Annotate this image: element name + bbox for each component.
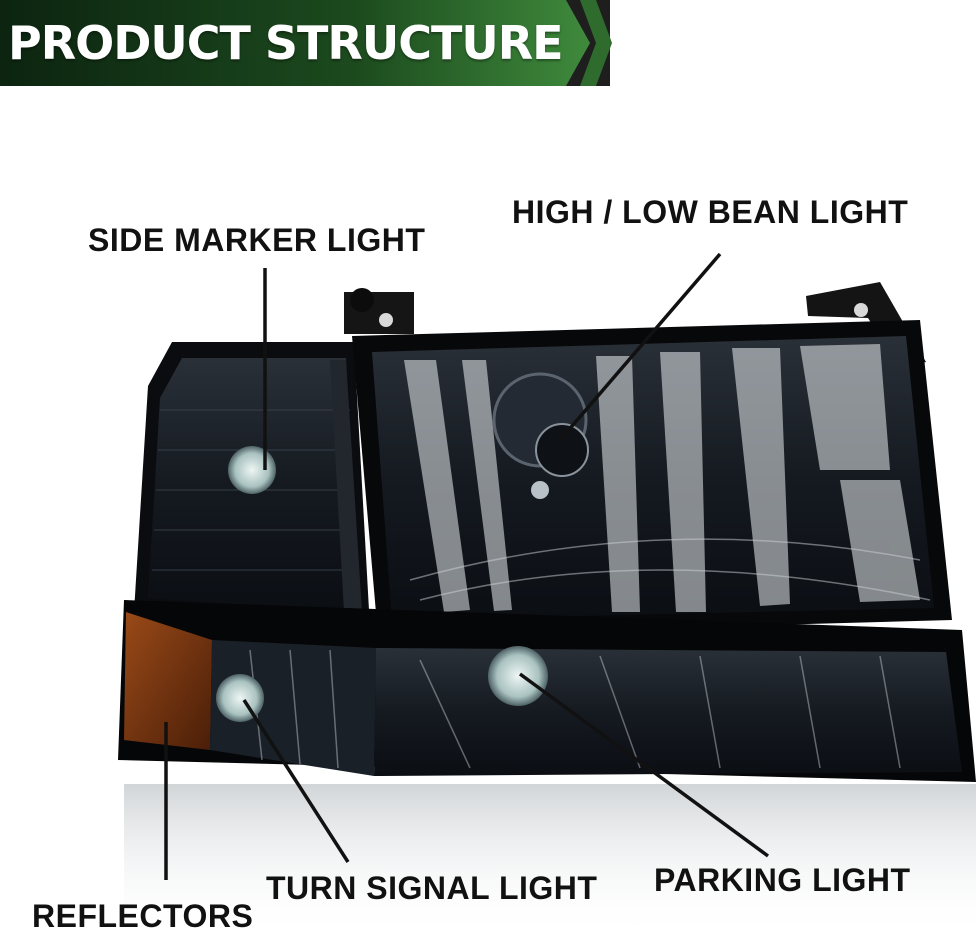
side-marker-lens (134, 342, 370, 628)
label-side-marker-light: SIDE MARKER LIGHT (88, 222, 426, 258)
amber-reflector (124, 612, 212, 750)
mounting-bracket-left (344, 288, 414, 334)
chevron-right-icon (580, 0, 612, 86)
headlight-lens (352, 320, 952, 636)
banner-title: PRODUCT STRUCTURE (8, 16, 564, 70)
bumper-light-lens (118, 600, 976, 782)
label-high-low-beam-light: HIGH / LOW BEAN LIGHT (512, 194, 909, 230)
label-turn-signal-light: TURN SIGNAL LIGHT (266, 870, 598, 906)
header-banner: PRODUCT STRUCTURE (0, 0, 979, 90)
banner-shape (0, 0, 612, 86)
label-reflectors: REFLECTORS (32, 898, 254, 934)
label-parking-light: PARKING LIGHT (654, 862, 911, 898)
